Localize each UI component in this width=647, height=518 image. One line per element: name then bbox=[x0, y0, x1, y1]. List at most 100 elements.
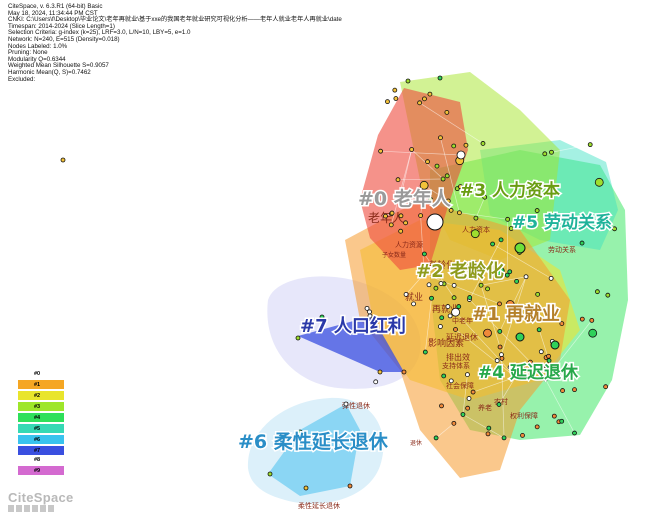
network-node bbox=[427, 196, 433, 202]
network-node bbox=[388, 222, 394, 228]
network-node bbox=[551, 413, 557, 419]
network-node bbox=[364, 305, 370, 311]
network-node bbox=[389, 210, 395, 216]
network-node bbox=[457, 210, 462, 216]
network-node bbox=[433, 285, 439, 291]
network-edge bbox=[420, 185, 425, 216]
network-node bbox=[409, 147, 415, 152]
network-edge bbox=[420, 215, 425, 274]
network-node bbox=[437, 75, 443, 81]
network-node bbox=[603, 384, 609, 390]
network-node bbox=[448, 207, 454, 213]
network-node bbox=[460, 412, 466, 417]
network-node bbox=[520, 432, 525, 438]
network-node bbox=[425, 159, 430, 165]
legend-item: #3 bbox=[18, 401, 64, 412]
network-edge bbox=[400, 149, 412, 197]
network-edge bbox=[481, 276, 527, 286]
network-edge bbox=[475, 197, 486, 219]
network-node bbox=[448, 378, 454, 384]
legend-swatch: #9 bbox=[18, 466, 64, 475]
network-node bbox=[612, 226, 617, 232]
network-node bbox=[546, 353, 551, 359]
network-edge bbox=[545, 378, 575, 434]
metadata-line: Pruning: None bbox=[8, 49, 48, 57]
network-edge bbox=[423, 185, 449, 202]
network-edges bbox=[380, 102, 593, 439]
network-node bbox=[546, 358, 552, 364]
network-node bbox=[560, 388, 565, 393]
network-node bbox=[485, 431, 491, 437]
network-edge bbox=[419, 102, 484, 144]
network-node bbox=[466, 396, 472, 401]
legend-swatch: #3 bbox=[18, 402, 64, 411]
network-node bbox=[405, 78, 411, 84]
network-node bbox=[489, 270, 495, 276]
network-node bbox=[542, 376, 548, 382]
keyword-label: 人力资源 bbox=[395, 240, 423, 249]
network-node bbox=[543, 363, 549, 369]
network-node bbox=[444, 110, 450, 115]
network-node bbox=[398, 228, 404, 234]
network-node bbox=[444, 173, 450, 179]
keyword-label: 退休 bbox=[410, 439, 422, 447]
network-edge bbox=[480, 285, 501, 348]
cluster-label: #6 柔性延长退休 bbox=[238, 430, 389, 453]
network-node bbox=[507, 269, 513, 275]
network-node bbox=[473, 215, 479, 221]
network-node bbox=[548, 275, 554, 281]
network-node bbox=[518, 309, 523, 315]
network-node bbox=[470, 229, 480, 239]
network-node bbox=[303, 485, 309, 491]
legend-swatch: #1 bbox=[18, 380, 64, 389]
network-node bbox=[453, 327, 458, 332]
network-node bbox=[385, 99, 390, 105]
keyword-label: 劳动关系 bbox=[548, 245, 576, 254]
legend-item: #5 bbox=[18, 423, 64, 434]
legend-title: #0 bbox=[34, 371, 41, 377]
network-node bbox=[528, 359, 533, 365]
network-node bbox=[451, 295, 457, 301]
network-node bbox=[525, 304, 531, 310]
network-edge bbox=[462, 374, 468, 415]
network-edge bbox=[411, 149, 444, 180]
keyword-label: 养老 bbox=[478, 403, 492, 412]
network-node bbox=[445, 198, 451, 204]
network-node bbox=[426, 282, 432, 288]
network-node bbox=[495, 266, 505, 276]
network-edge bbox=[462, 414, 505, 439]
network-node bbox=[347, 483, 353, 489]
network-node bbox=[297, 429, 303, 435]
keyword-labels: 老年人人力资源老龄化再就业影响因素延迟退休中老年排出效支持体系社会保障弹性退休柔… bbox=[298, 211, 576, 510]
legend-extra-title: #8 bbox=[34, 457, 41, 463]
legend-item: #1 bbox=[18, 379, 64, 390]
network-node bbox=[490, 241, 496, 247]
network-node bbox=[434, 163, 440, 169]
network-node bbox=[422, 349, 428, 355]
network-node bbox=[392, 87, 398, 93]
hub-node bbox=[514, 242, 526, 254]
network-node bbox=[594, 177, 604, 187]
network-node bbox=[523, 274, 529, 280]
hull-6 bbox=[268, 404, 360, 496]
network-node bbox=[588, 328, 598, 338]
cluster-labels: #0 老年人#1 再就业#2 老龄化#3 人力资本#4 延迟退休#5 劳动关系#… bbox=[237, 179, 614, 455]
network-nodes bbox=[60, 75, 617, 491]
cluster-label: #5 劳动关系 bbox=[512, 212, 612, 233]
keyword-label: 子女数量 bbox=[382, 251, 406, 259]
network-node bbox=[478, 282, 484, 288]
keyword-label: 权利保障 bbox=[510, 411, 538, 420]
network-edge bbox=[498, 376, 516, 405]
network-node bbox=[501, 435, 507, 441]
network-node bbox=[456, 304, 462, 309]
network-edge bbox=[440, 137, 460, 213]
network-node bbox=[60, 157, 66, 163]
network-node bbox=[482, 194, 488, 200]
network-node bbox=[319, 314, 325, 320]
network-node bbox=[451, 143, 457, 149]
network-edge bbox=[472, 376, 516, 393]
network-edge bbox=[424, 273, 500, 305]
network-node bbox=[398, 194, 404, 200]
network-edge bbox=[390, 149, 412, 225]
